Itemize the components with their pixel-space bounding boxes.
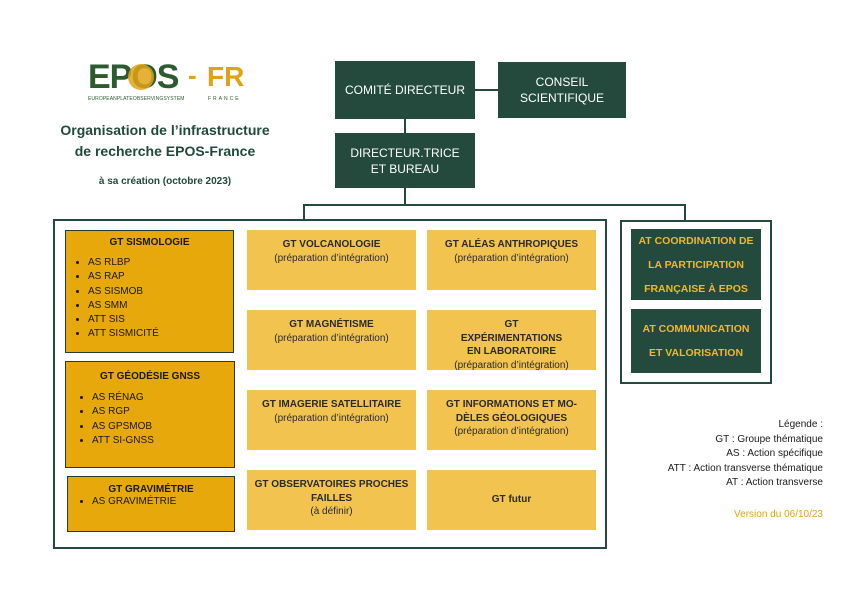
gt-frame [53, 219, 607, 549]
gt-title: GT GRAVIMÉTRIE [108, 484, 194, 495]
gt-note: (préparation d’intégration) [454, 426, 569, 437]
at-coordination-box: AT COORDINATION DE LA PARTICIPATION FRAN… [631, 229, 761, 300]
gt-title: GT futur [491, 494, 532, 506]
gt-note: (préparation d’intégration) [454, 252, 569, 264]
gt-title: GT SISMOLOGIE [109, 237, 190, 248]
page-subtitle: à sa création (octobre 2023) [98, 176, 232, 187]
gt-informations-modeles: GT INFORMATIONS ET MO-DÈLES GÉOLOGIQUES … [427, 390, 596, 450]
gt-title: GT GÉODÉSIE GNSS [99, 371, 201, 382]
logo-subtitle-right: FRANCE [208, 96, 241, 102]
gt-title: GT MAGNÉTISME [289, 319, 374, 330]
gt-title: GT INFORMATIONS ET MO-DÈLES GÉOLOGIQUES [446, 399, 577, 424]
list-item: ATT SISMICITÉ [88, 327, 233, 341]
title-line-1: Organisation de l’infrastructure [60, 122, 270, 138]
at-communication-box: AT COMMUNICATION ET VALORISATION [631, 309, 761, 373]
legend-line: AT : Action transverse [726, 477, 823, 488]
gt-note: (préparation d’intégration) [274, 332, 389, 344]
gt-experimentations: GT EXPÉRIMENTATIONS EN LABORATOIRE (prép… [427, 310, 596, 371]
connector-right-drop [684, 204, 686, 220]
list-item: AS RGP [92, 405, 234, 419]
list-item: AS RÉNAG [92, 391, 234, 405]
conseil-scientifique-box: CONSEIL SCIENTIFIQUE [498, 62, 626, 118]
list-item: ATT SIS [88, 313, 233, 327]
list-item: AS RAP [88, 270, 233, 284]
gt-futur: GT futur [427, 470, 596, 530]
directeur-bureau-box: DIRECTEUR.TRICE ET BUREAU [335, 133, 475, 188]
legend-line: AS : Action spécifique [726, 448, 823, 459]
gt-observatoires-failles: GT OBSERVATOIRES PROCHES FAILLES (à défi… [247, 470, 416, 530]
comite-directeur-box: COMITÉ DIRECTEUR [335, 61, 475, 119]
legend: Légende : GT : Groupe thématique AS : Ac… [560, 418, 823, 491]
list-item: AS SMM [88, 299, 233, 313]
at-frame [620, 220, 772, 384]
gt-title: GT OBSERVATOIRES PROCHES FAILLES [254, 479, 409, 504]
connector-horizontal [303, 204, 685, 206]
gt-title: GT EXPÉRIMENTATIONS EN LABORATOIRE [460, 319, 563, 357]
list-item: AS GRAVIMÉTRIE [92, 495, 234, 509]
title-line-2: de recherche EPOS-France [74, 143, 256, 159]
list-item: AS GPSMOB [92, 420, 234, 434]
gt-note: (à définir) [310, 506, 353, 517]
logo-subtitle-left: EUROPEANPLATEOBSERVINGSYSTEM [88, 96, 185, 102]
logo-fr: FR [207, 61, 245, 92]
gt-imagerie-satellitaire: GT IMAGERIE SATELLITAIRE (préparation d’… [247, 390, 416, 450]
list-item: AS RLBP [88, 256, 233, 270]
gt-aleas-anthropiques: GT ALÉAS ANTHROPIQUES (préparation d’int… [427, 230, 596, 290]
connector-directeur-down [404, 188, 406, 205]
gt-sismologie: GT SISMOLOGIE AS RLBP AS RAP AS SISMOB A… [65, 230, 234, 353]
gt-note: (préparation d’intégration) [274, 252, 389, 264]
connector-left-drop [303, 204, 305, 220]
logo: EPOS - FR EUROPEANPLATEOBSERVINGSYSTEM F… [88, 58, 253, 106]
gt-volcanologie: GT VOLCANOLOGIE (préparation d’intégrati… [247, 230, 416, 290]
gt-title: GT IMAGERIE SATELLITAIRE [261, 399, 402, 410]
legend-title: Légende : [778, 419, 824, 430]
legend-line: GT : Groupe thématique [715, 433, 823, 445]
connector-comite-directeur [404, 119, 406, 133]
page-title: Organisation de l’infrastructure de rech… [40, 120, 290, 162]
gt-title: GT VOLCANOLOGIE [282, 239, 381, 250]
gt-gravimetrie: GT GRAVIMÉTRIE AS GRAVIMÉTRIE [67, 476, 235, 532]
gt-title: GT ALÉAS ANTHROPIQUES [444, 239, 579, 250]
connector-comite-conseil [475, 89, 498, 91]
globe-icon [128, 64, 154, 90]
list-item: ATT SI-GNSS [92, 434, 234, 448]
version-label: Version du 06/10/23 [734, 509, 823, 520]
gt-note: (préparation d’intégration) [454, 359, 569, 371]
logo-dash: - [188, 60, 197, 90]
gt-magnetisme: GT MAGNÉTISME (préparation d’intégration… [247, 310, 416, 370]
gt-geodesie-gnss: GT GÉODÉSIE GNSS AS RÉNAG AS RGP AS GPSM… [65, 361, 235, 468]
gt-note: (préparation d’intégration) [274, 412, 389, 424]
list-item: AS SISMOB [88, 285, 233, 299]
legend-line: ATT : Action transverse thématique [667, 462, 823, 474]
